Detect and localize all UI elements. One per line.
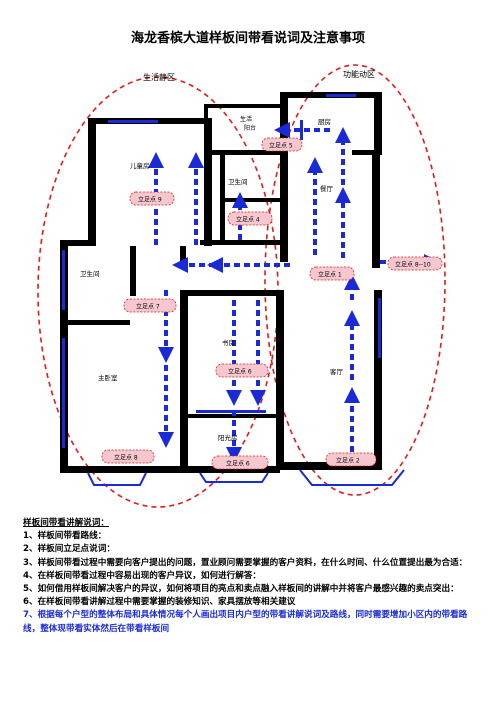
room-label-children: 儿童房 (130, 161, 150, 170)
room-label-platform-2: 阳台 (244, 124, 256, 132)
room-label-platform-1: 生活 (240, 115, 252, 123)
room-label-dining: 餐厅 (320, 184, 334, 193)
standing-point-6: 立足点 6 (211, 455, 269, 470)
active-zone-ellipse (264, 64, 446, 496)
notes-item: 6、在样板间带看讲解过程中需要掌握的装修知识、家具摆放等相关建议 (23, 597, 296, 608)
standing-point-8: 立足点 8 (101, 449, 155, 464)
floor-plan: 生活静区 功能动区 儿童房 卫生间 厨房 餐厅 生活 阳台 卫生间 主卧室 书房… (37, 64, 446, 508)
standing-point-1: 立足点 1 (309, 266, 355, 281)
standing-point-7: 立足点 7 (123, 298, 177, 313)
svg-text:立足点 1: 立足点 1 (318, 271, 342, 279)
walls (60, 92, 382, 473)
standing-point-study: 立足点 6 (215, 363, 269, 378)
notes-item: 3、样板间带看过程中需要向客户提出的问题，置业顾问需要掌握的客户资料，在什么时间… (23, 557, 468, 568)
svg-text:立足点 9: 立足点 9 (138, 196, 162, 204)
room-label-sunroom: 阳光房 (218, 433, 238, 442)
standing-point-10: 立足点 8--10 (387, 256, 443, 271)
notes-item: 5、如何借用样板间解决客户的异议，如何将项目的亮点和卖点融入样板间的讲解中并将客… (23, 584, 459, 595)
notes-highlight: 7、根据每个户型的整体布局和具体情况每个人画出项目内户型的带看讲解说词及路线，同… (23, 610, 468, 634)
page-title: 海龙香槟大道样板间带看说词及注意事项 (130, 31, 365, 46)
svg-text:立足点 7: 立足点 7 (136, 303, 160, 311)
explanation-notes: 样板间带看讲解说词： 1、样板间带看路线： 2、样板间立足点说词： 3、样板间带… (23, 517, 475, 636)
standing-point-4: 立足点 4 (227, 211, 273, 226)
room-label-living: 客厅 (330, 367, 344, 376)
svg-text:立足点 2: 立足点 2 (336, 457, 360, 465)
svg-text:立足点 8: 立足点 8 (114, 454, 138, 462)
zone-label-quiet: 生活静区 (143, 72, 175, 82)
svg-text:立足点 8--10: 立足点 8--10 (395, 261, 431, 269)
bay-window-living (299, 469, 405, 486)
notes-heading: 样板间带看讲解说词： (23, 518, 109, 528)
svg-text:立足点 6: 立足点 6 (226, 460, 250, 468)
standing-point-5: 立足点 5 (261, 137, 303, 152)
standing-point-2: 立足点 2 (325, 452, 377, 467)
windows (62, 94, 381, 448)
svg-text:立足点 4: 立足点 4 (236, 216, 260, 224)
room-label-bath-left: 卫生间 (80, 269, 100, 278)
svg-text:立足点 5: 立足点 5 (269, 142, 293, 150)
notes-item: 2、样板间立足点说词： (23, 544, 115, 555)
room-label-study: 书房 (222, 338, 235, 347)
room-label-bath-upper: 卫生间 (228, 177, 248, 186)
room-label-kitchen: 厨房 (318, 117, 331, 126)
zone-label-active: 功能动区 (343, 69, 375, 79)
bay-window-sunroom (199, 472, 269, 483)
notes-item: 4、在样板间带看过程中容易出现的客户异议，如何进行解答： (23, 570, 262, 581)
standing-point-9: 立足点 9 (129, 191, 175, 206)
notes-item: 1、样板间带看路线： (23, 531, 107, 542)
room-label-master: 主卧室 (98, 373, 118, 382)
svg-text:立足点 6: 立足点 6 (228, 368, 252, 376)
bay-window-master (87, 472, 147, 486)
